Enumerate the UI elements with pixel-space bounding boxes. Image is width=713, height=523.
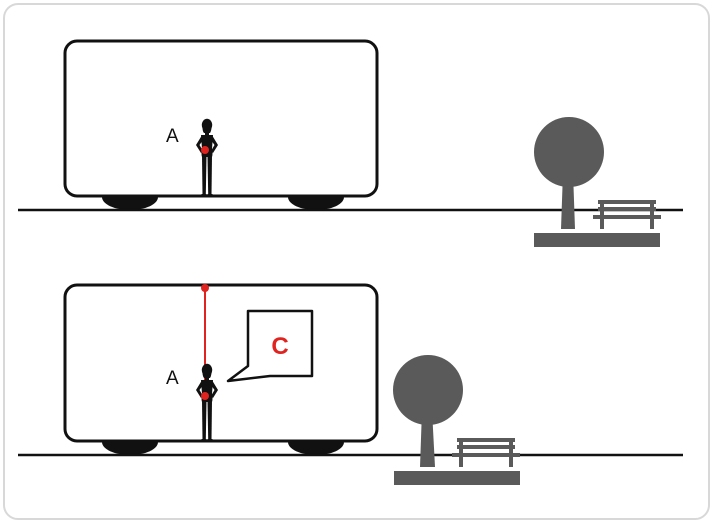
light-path-top-point	[201, 284, 209, 292]
speech-bubble-label: C	[271, 333, 288, 360]
bottom-tree-crown	[393, 355, 463, 425]
bottom-platform	[394, 471, 520, 485]
bottom-scenery	[393, 355, 520, 485]
top-tree-crown	[534, 117, 604, 187]
bottom-train-car	[63, 283, 379, 443]
bottom-observer-point	[201, 392, 209, 400]
top-scenery	[534, 117, 661, 247]
top-bench-icon	[593, 200, 661, 229]
speech-bubble	[226, 309, 314, 383]
bottom-observer-label: A	[166, 368, 179, 389]
top-observer-point	[201, 146, 209, 154]
bottom-panel: A C	[18, 283, 683, 485]
top-platform	[534, 233, 660, 247]
top-train-car	[63, 39, 379, 198]
top-panel: A	[18, 39, 683, 247]
bottom-bench-icon	[452, 438, 520, 467]
top-observer-label: A	[166, 126, 179, 147]
